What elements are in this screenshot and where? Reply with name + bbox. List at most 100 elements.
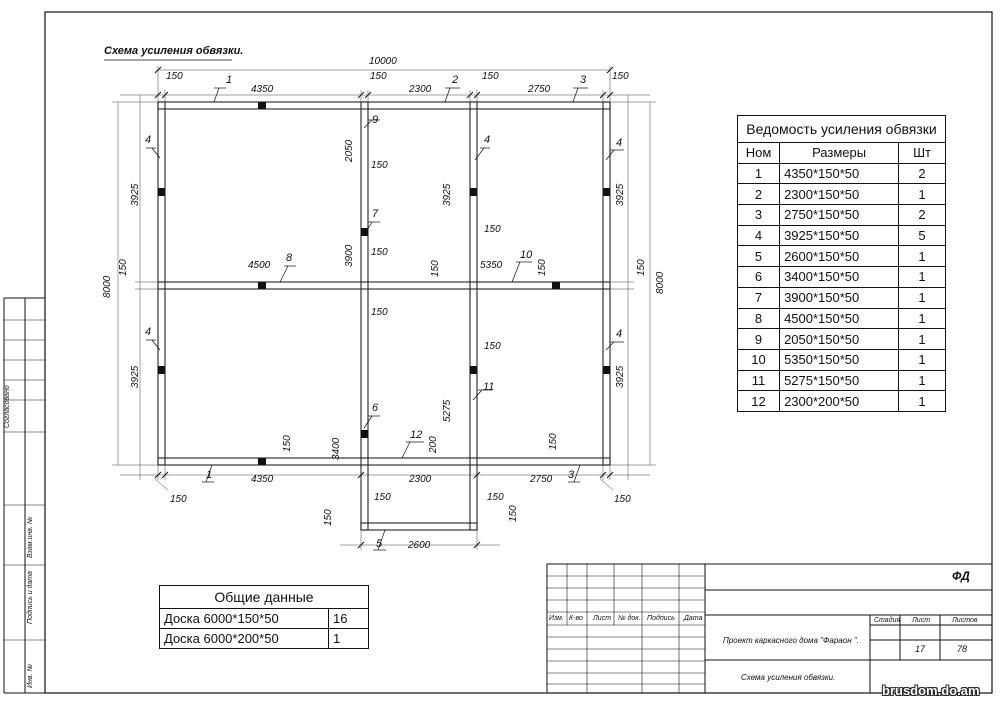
cell: 2 xyxy=(898,162,946,185)
general-title: Общие данные xyxy=(159,585,369,609)
sidebar-podpis: Подпись и дата xyxy=(27,571,34,624)
tag-7: 7 xyxy=(372,208,379,220)
drawing-title: Схема усиления обвязки. xyxy=(104,45,244,57)
vedomost-header: Размеры xyxy=(779,142,900,164)
dim-right-0: 3925 xyxy=(615,183,626,206)
dim-150d: 150 xyxy=(537,259,548,276)
overall-width: 10000 xyxy=(369,56,397,67)
dim-ext-0: 150 xyxy=(323,509,334,526)
dim-top-1: 4350 xyxy=(251,84,274,95)
dim-top-5: 2750 xyxy=(528,84,551,95)
cell: Доска 6000*150*50 xyxy=(159,608,329,629)
tb-sheet-title: Схема усиления обвязки. xyxy=(741,673,836,682)
dim-right-1: 150 xyxy=(636,259,647,276)
cell: 5350*150*50 xyxy=(779,348,900,371)
tb-sheets-label: Листов xyxy=(952,617,978,624)
cell: 8 xyxy=(736,307,781,330)
tag-6: 6 xyxy=(372,402,379,414)
table-row: Доска 6000*200*50 1 xyxy=(159,628,369,649)
dim-200: 200 xyxy=(428,436,439,453)
dim-150a: 150 xyxy=(371,160,388,171)
dim-ext-2: 150 xyxy=(508,505,519,522)
cell: 1 xyxy=(736,162,781,185)
cell: 4 xyxy=(736,224,781,247)
dim-4500: 4500 xyxy=(248,260,271,271)
dim-5275: 5275 xyxy=(442,399,453,422)
tb-col-ndok: № док. xyxy=(618,615,641,622)
cell: 1 xyxy=(328,628,369,649)
vedomost-title: Ведомость усиления обвязки xyxy=(737,115,946,143)
cell: 16 xyxy=(328,608,369,629)
vedomost-header: Шт xyxy=(898,142,946,164)
dim-top-6: 150 xyxy=(612,71,629,82)
dim-left-0: 3925 xyxy=(130,183,141,206)
cell: 3900*150*50 xyxy=(779,286,900,309)
dim-right-overall: 8000 xyxy=(655,271,666,294)
table-row: Доска 6000*150*50 16 xyxy=(159,608,369,629)
cell: 1 xyxy=(898,245,946,268)
dim-3925-mid: 3925 xyxy=(442,183,453,206)
cell: 1 xyxy=(898,348,946,371)
tb-sheet-label: Лист xyxy=(912,617,931,624)
cell: 4350*150*50 xyxy=(779,162,900,185)
cell: 1 xyxy=(898,307,946,330)
tb-col-podp: Подпись xyxy=(647,615,675,622)
sidebar-inv: Инв. № xyxy=(27,664,34,688)
dim-ext-1: 2600 xyxy=(408,540,431,551)
dim-top-3: 2300 xyxy=(409,84,432,95)
cell: 10 xyxy=(736,348,781,371)
cell: 6 xyxy=(736,266,781,288)
general-data-table: Общие данные Доска 6000*150*50 16 Доска … xyxy=(159,585,369,649)
tag-11: 11 xyxy=(483,381,495,393)
tb-col-kvo: К-во xyxy=(569,615,583,622)
sidebar-vzam: Взам.инв. № xyxy=(27,516,34,558)
dim-left-2: 3925 xyxy=(130,365,141,388)
cell: 1 xyxy=(898,183,946,206)
tag-4a: 4 xyxy=(145,134,152,146)
dim-150g: 150 xyxy=(484,224,501,235)
dim-5350: 5350 xyxy=(480,260,503,271)
tb-project: Проект каркасного дома "Фараон ". xyxy=(723,636,859,645)
tb-sheet-no: 17 xyxy=(915,644,926,654)
cell: 7 xyxy=(736,286,781,309)
dim-3400: 3400 xyxy=(331,437,342,460)
tag-1-top: 1 xyxy=(226,74,233,86)
cell: Доска 6000*200*50 xyxy=(159,628,329,649)
cell: 1 xyxy=(898,266,946,288)
dim-top-4: 150 xyxy=(482,71,499,82)
cell: 2 xyxy=(898,204,946,226)
cell: 2300*150*50 xyxy=(779,183,900,206)
cell: 2600*150*50 xyxy=(779,245,900,268)
dim-150c: 150 xyxy=(430,260,441,277)
dim-150h: 150 xyxy=(282,435,293,452)
cell: 1 xyxy=(898,390,946,412)
watermark: brusdom.do.am xyxy=(882,683,980,698)
cell: 12 xyxy=(736,390,781,412)
dim-top-2: 150 xyxy=(370,71,387,82)
cell: 1 xyxy=(898,286,946,309)
tb-stage-label: Стадия xyxy=(874,617,901,624)
tag-3-top: 3 xyxy=(580,74,587,86)
tag-4d: 4 xyxy=(145,326,152,338)
tag-4b: 4 xyxy=(484,134,491,146)
cell: 3400*150*50 xyxy=(779,266,900,288)
dim-right-2: 3925 xyxy=(615,365,626,388)
vedomost-table: Ведомость усиления обвязки Ном Размеры Ш… xyxy=(736,115,946,412)
tag-10: 10 xyxy=(520,249,533,261)
tag-4c: 4 xyxy=(616,137,623,149)
cell: 1 xyxy=(898,369,946,392)
dim-3900: 3900 xyxy=(344,244,355,267)
tag-4e: 4 xyxy=(616,328,623,340)
dim-bottom-3: 2300 xyxy=(409,474,432,485)
titleblock-code: ФД xyxy=(952,569,970,583)
